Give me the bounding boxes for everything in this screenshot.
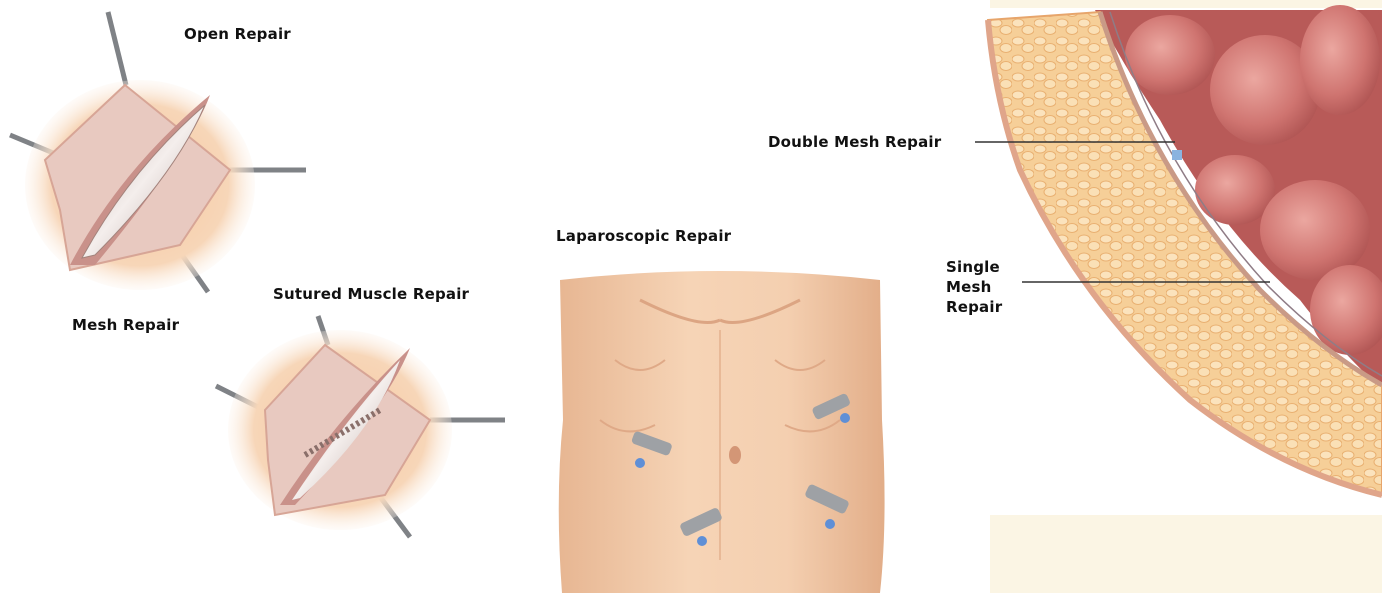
laparoscopic-torso-illustration bbox=[559, 271, 885, 593]
sutured-muscle-repair-illustration bbox=[216, 316, 505, 537]
double-mesh-repair-label: Double Mesh Repair bbox=[768, 133, 941, 151]
mesh-fixation-marker bbox=[1172, 150, 1182, 160]
open-repair-illustration bbox=[10, 12, 306, 292]
sutured-muscle-repair-label: Sutured Muscle Repair bbox=[273, 285, 469, 303]
abdominal-wall-cross-section bbox=[988, 0, 1382, 593]
mesh-repair-label: Mesh Repair bbox=[72, 316, 179, 334]
laparoscopic-repair-label: Laparoscopic Repair bbox=[556, 227, 731, 245]
single-mesh-repair-label: Single Mesh Repair bbox=[946, 257, 1002, 317]
open-repair-label: Open Repair bbox=[184, 25, 291, 43]
